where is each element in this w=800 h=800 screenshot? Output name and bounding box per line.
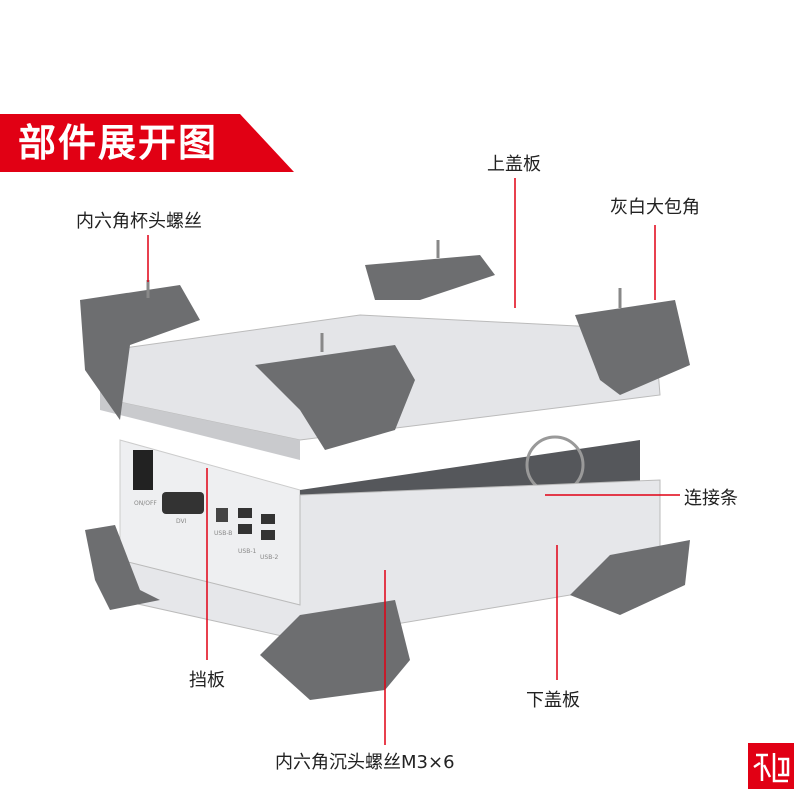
leader-lines [147,178,680,745]
page-title: 部件展开图 [18,121,219,165]
label-bottom-cover: 下盖板 [526,690,580,711]
corner-top-front [255,345,415,450]
title-banner [0,114,294,172]
port-label-onoff: ON/OFF [134,500,157,507]
label-cap-screw: 内六角杯头螺丝 [76,211,202,232]
corner-top-back [365,255,495,300]
label-corner: 灰白大包角 [610,197,700,218]
usb-port [261,514,275,524]
port-label-usb-b: USB-B [214,530,233,537]
label-countersunk-screw: 内六角沉头螺丝M3×6 [275,752,455,773]
usb-port [238,524,252,534]
label-top-cover: 上盖板 [487,154,541,175]
label-connector-bar: 连接条 [684,488,738,509]
corner-bottom-left [85,525,160,610]
corner-bottom-right [570,540,690,615]
dvi-port [162,492,204,514]
label-baffle: 挡板 [189,670,225,691]
power-switch [133,450,153,490]
corner-guards [80,255,690,700]
corner-bottom-front [260,600,410,700]
usb-port [238,508,252,518]
usb-port [261,530,275,540]
top-cover-side [100,350,300,460]
bottom-cover-plate [119,479,661,641]
corner-top-right [575,300,690,395]
corner-top-left [80,285,200,420]
brand-logo [748,743,794,789]
port-label-usb-1: USB-1 [238,548,257,555]
port-label-dvi: DVI [176,518,187,525]
port-label-usb-2: USB-2 [260,554,279,561]
usb-b-port [216,508,228,522]
